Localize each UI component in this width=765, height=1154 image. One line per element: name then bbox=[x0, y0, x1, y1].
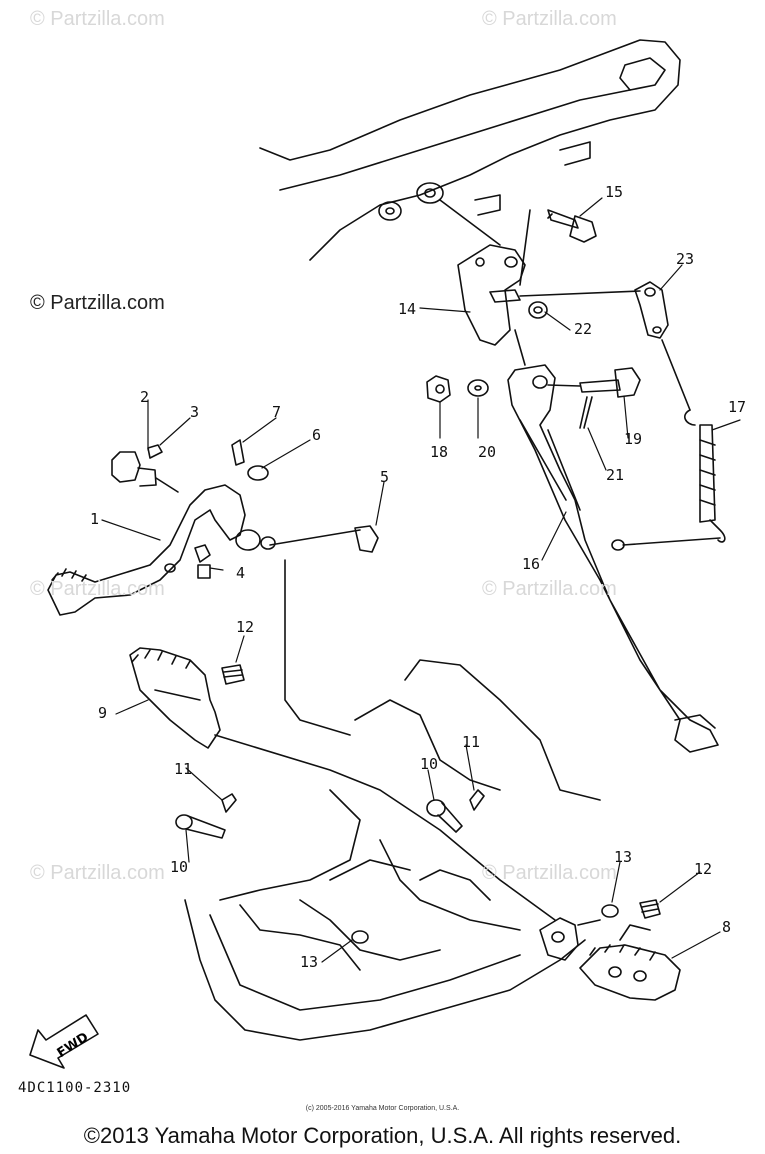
callout-4: 4 bbox=[236, 564, 246, 582]
pin-10-right bbox=[426, 799, 463, 833]
diagram-code: 4DC1100-2310 bbox=[18, 1080, 132, 1096]
callout-23: 23 bbox=[676, 250, 695, 268]
callout-6: 6 bbox=[312, 426, 322, 444]
fwd-arrow-icon bbox=[29, 1014, 99, 1069]
bolt-15 bbox=[547, 209, 597, 243]
brake-pedal-1 bbox=[47, 484, 361, 616]
callout-2: 2 bbox=[140, 388, 150, 406]
watermark: © Partzilla.com bbox=[482, 8, 617, 30]
leader-lines bbox=[101, 197, 741, 963]
washer-13-left bbox=[351, 930, 369, 944]
copyright-footer: ©2013 Yamaha Motor Corporation, U.S.A. A… bbox=[83, 1123, 682, 1148]
sidestand-bracket bbox=[439, 199, 531, 346]
callout-16: 16 bbox=[522, 555, 541, 573]
callout-5: 5 bbox=[380, 468, 390, 486]
washer-13-right bbox=[601, 904, 619, 918]
washer-20 bbox=[467, 379, 489, 397]
small-copyright: (c) 2005-2016 Yamaha Motor Corporation, … bbox=[305, 1105, 460, 1112]
callout-8: 8 bbox=[722, 918, 732, 936]
pin-21 bbox=[579, 396, 593, 429]
sidestand-16 bbox=[507, 329, 719, 753]
callout-9: 9 bbox=[98, 704, 108, 722]
callout-19: 19 bbox=[624, 430, 643, 448]
callout-13-left: 13 bbox=[300, 953, 319, 971]
pin-5 bbox=[354, 525, 379, 553]
pin-11-left bbox=[221, 793, 237, 813]
watermark: © Partzilla.com bbox=[482, 578, 617, 600]
watermark: © Partzilla.com bbox=[30, 862, 165, 884]
pin-4 bbox=[194, 544, 211, 579]
pivot-bracket-right bbox=[539, 917, 601, 961]
spring-12-right bbox=[639, 899, 661, 919]
frame-swingarm bbox=[259, 39, 681, 261]
spring-12-left bbox=[221, 664, 245, 685]
pin-3 bbox=[147, 444, 163, 459]
callout-11-right: 11 bbox=[462, 733, 481, 751]
watermark: © Partzilla.com bbox=[482, 862, 617, 884]
callout-21: 21 bbox=[606, 466, 625, 484]
pin-11-right bbox=[469, 789, 485, 811]
callout-3: 3 bbox=[190, 403, 200, 421]
callout-18: 18 bbox=[430, 443, 449, 461]
callout-22: 22 bbox=[574, 320, 593, 338]
callout-17: 17 bbox=[728, 398, 747, 416]
watermark: © Partzilla.com bbox=[30, 8, 165, 30]
callout-10-right: 10 bbox=[420, 755, 439, 773]
frame-lower bbox=[184, 559, 601, 1041]
washer-6 bbox=[247, 465, 269, 481]
callout-20: 20 bbox=[478, 443, 497, 461]
callout-7: 7 bbox=[272, 403, 282, 421]
callout-1: 1 bbox=[90, 510, 100, 528]
pivot-bolt-2 bbox=[111, 451, 179, 493]
callout-11-left: 11 bbox=[174, 760, 193, 778]
callout-10-left: 10 bbox=[170, 858, 189, 876]
callout-12-right: 12 bbox=[694, 860, 713, 878]
watermark: © Partzilla.com bbox=[30, 292, 165, 314]
callout-12-left: 12 bbox=[236, 618, 255, 636]
spring-17 bbox=[611, 409, 726, 551]
bolt-19 bbox=[547, 367, 641, 398]
footrest-9 bbox=[129, 647, 221, 749]
watermark: © Partzilla.com bbox=[30, 578, 165, 600]
collar-22 bbox=[489, 289, 641, 319]
nut-18 bbox=[426, 375, 451, 403]
footrest-8 bbox=[579, 924, 681, 1001]
callout-13-right: 13 bbox=[614, 848, 633, 866]
pin-7 bbox=[231, 439, 245, 466]
plate-23 bbox=[634, 281, 691, 411]
callout-15: 15 bbox=[605, 183, 624, 201]
callout-14: 14 bbox=[398, 300, 417, 318]
pin-10-left bbox=[175, 814, 226, 839]
